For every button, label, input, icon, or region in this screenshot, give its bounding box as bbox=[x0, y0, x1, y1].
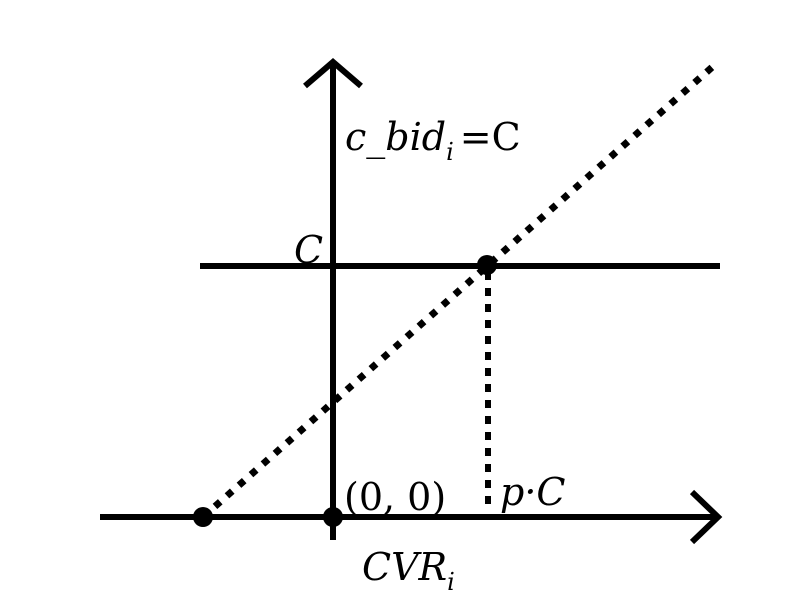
x-axis-label: CVRi bbox=[362, 545, 455, 596]
origin-label: (0, 0) bbox=[344, 475, 446, 519]
intersection-point bbox=[477, 255, 497, 275]
origin-point bbox=[323, 507, 343, 527]
x-intercept-point bbox=[193, 507, 213, 527]
y-axis-arrowhead-icon bbox=[303, 58, 363, 89]
diagonal-bid-line bbox=[200, 59, 721, 520]
c-level-label: C bbox=[294, 228, 323, 272]
x-axis-arrowhead-icon bbox=[689, 489, 723, 545]
p-times-c-label: p·C bbox=[500, 470, 565, 514]
y-axis-label: c_bidi=C bbox=[345, 115, 521, 166]
